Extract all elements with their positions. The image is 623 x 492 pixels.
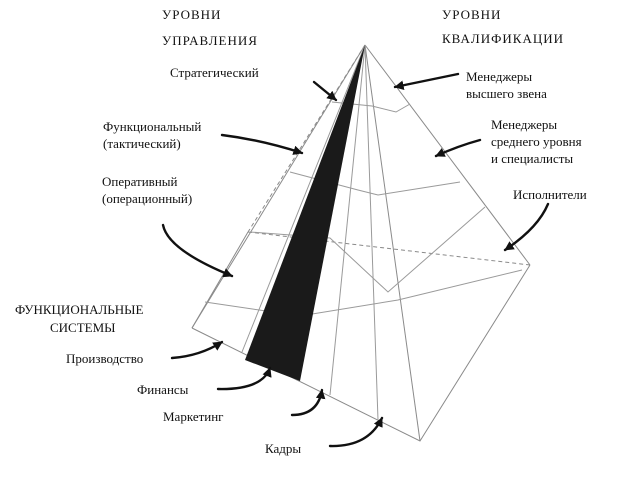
arrow-marketing bbox=[290, 388, 326, 417]
label-marketing: Маркетинг bbox=[163, 409, 224, 424]
label-functional: Функциональный (тактический) bbox=[103, 118, 201, 152]
level-line-base bbox=[204, 269, 523, 317]
label-top-managers: Менеджеры высшего звена bbox=[466, 68, 547, 102]
label-top-managers-line-1: Менеджеры bbox=[466, 69, 533, 84]
header-functional-systems: ФУНКЦИОНАЛЬНЫЕ СИСТЕМЫ bbox=[15, 301, 143, 337]
level-lines bbox=[204, 101, 523, 317]
arrow-middle-managers bbox=[434, 138, 482, 158]
label-middle-managers-line-3: и специалисты bbox=[491, 151, 574, 166]
label-executors: Исполнители bbox=[513, 187, 587, 202]
arrow-finance bbox=[216, 366, 272, 391]
label-operative-line-2: (операционный) bbox=[102, 191, 193, 206]
label-functional-line-2: (тактический) bbox=[103, 136, 181, 151]
label-middle-managers-line-2: среднего уровня bbox=[491, 134, 582, 149]
header-levels-qualification-line-2: КВАЛИФИКАЦИИ bbox=[442, 31, 564, 46]
label-personnel: Кадры bbox=[265, 441, 302, 456]
function-line-1 bbox=[241, 44, 366, 353]
finance-section-shade bbox=[245, 45, 365, 381]
edge-front bbox=[364, 44, 421, 442]
function-line-3 bbox=[364, 44, 379, 421]
label-operative-line-1: Оперативный bbox=[102, 174, 178, 189]
header-functional-systems-line-1: ФУНКЦИОНАЛЬНЫЕ bbox=[15, 302, 144, 317]
header-levels-management: УРОВНИ УПРАВЛЕНИЯ bbox=[162, 5, 258, 51]
arrow-top-managers bbox=[393, 72, 460, 90]
label-functional-line-1: Функциональный bbox=[103, 119, 202, 134]
edge-right bbox=[364, 44, 531, 266]
function-lines bbox=[241, 44, 379, 421]
base-front-edge bbox=[191, 264, 531, 442]
label-top-managers-line-2: высшего звена bbox=[466, 86, 547, 101]
base-back-edge-right bbox=[247, 231, 531, 266]
arrow-operative bbox=[161, 223, 234, 278]
arrow-strategic bbox=[312, 80, 338, 102]
header-functional-systems-line-2: СИСТЕМЫ bbox=[50, 320, 116, 335]
header-levels-qualification: УРОВНИ КВАЛИФИКАЦИИ bbox=[442, 5, 564, 49]
level-line-lower bbox=[249, 206, 486, 293]
edge-back bbox=[247, 44, 366, 233]
label-middle-managers-line-1: Менеджеры bbox=[491, 117, 558, 132]
arrow-personnel bbox=[328, 416, 384, 448]
header-levels-qualification-line-1: УРОВНИ bbox=[442, 7, 502, 22]
arrow-functional bbox=[220, 133, 304, 155]
label-middle-managers: Менеджеры среднего уровня и специалисты bbox=[491, 116, 582, 167]
label-strategic: Стратегический bbox=[170, 65, 259, 80]
function-line-2 bbox=[329, 44, 366, 396]
label-finance: Финансы bbox=[137, 382, 189, 397]
label-production: Производство bbox=[66, 351, 144, 366]
header-levels-management-line-1: УРОВНИ bbox=[162, 7, 222, 22]
label-operative: Оперативный (операционный) bbox=[102, 173, 192, 207]
arrows bbox=[161, 72, 550, 448]
header-levels-management-line-2: УПРАВЛЕНИЯ bbox=[162, 33, 258, 48]
arrow-executors bbox=[503, 202, 550, 252]
arrow-production bbox=[170, 340, 224, 360]
